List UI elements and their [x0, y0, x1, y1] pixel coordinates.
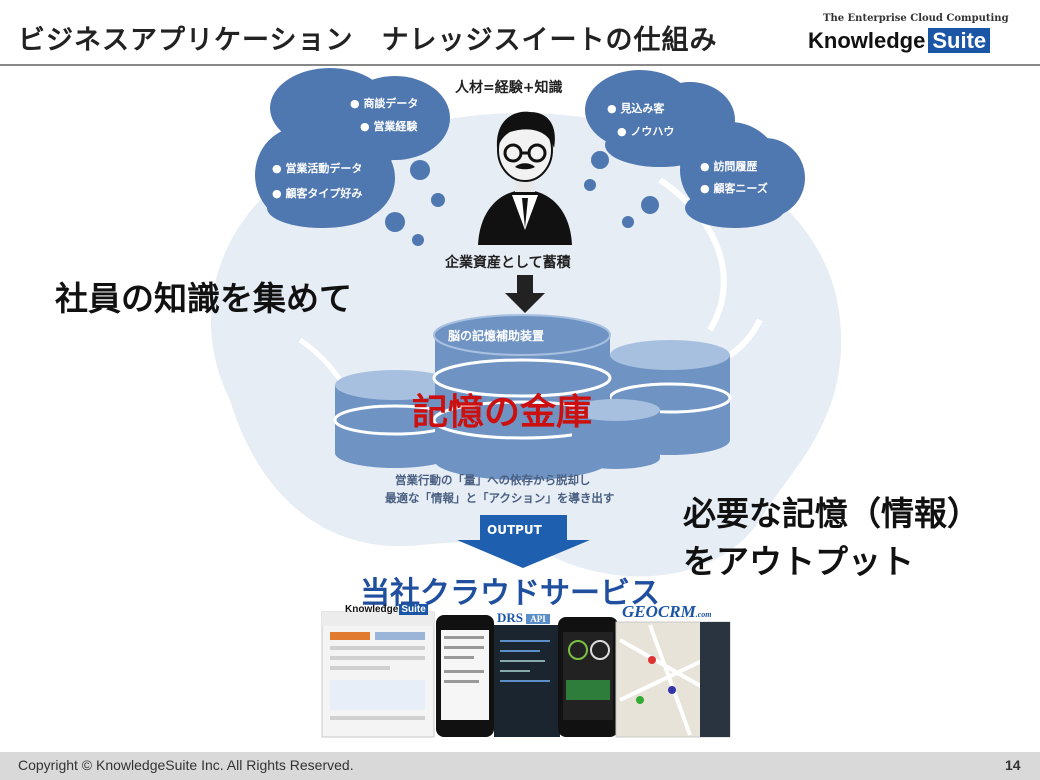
thought-bubble-right [680, 122, 805, 228]
product-logo-drs: DRS API [497, 610, 550, 626]
headline-output-line2: をアウトプット [683, 542, 914, 581]
bubble-item: ● 顧客タイプ好み [272, 187, 363, 200]
bubble-item: ● 商談データ [350, 97, 419, 110]
page-number: 14 [1005, 757, 1021, 773]
memory-vault-label: 記憶の金庫 [412, 392, 593, 433]
bubble-item: ● 営業活動データ [272, 162, 363, 175]
slide-title: ビジネスアプリケーション ナレッジスイートの仕組み [18, 25, 718, 56]
headline-output-line1: 必要な記憶（情報） [683, 494, 980, 533]
person-caption: 企業資産として蓄積 [445, 255, 571, 271]
product-logo-geocrm: GEOCRM.com [622, 602, 712, 621]
cylinder-small [572, 399, 660, 469]
copyright-text: Copyright © KnowledgeSuite Inc. All Righ… [18, 757, 354, 773]
bubble-item: ● 顧客ニーズ [700, 182, 768, 195]
output-arrow-icon [457, 515, 590, 568]
footer-bar [0, 752, 1040, 780]
header-divider [0, 64, 1040, 66]
bubble-item: ● ノウハウ [617, 125, 675, 138]
down-arrow-icon [505, 275, 545, 313]
output-label: OUTPUT [487, 523, 542, 537]
bubble-item: ● 営業経験 [360, 120, 418, 133]
storage-desc-line1: 営業行動の「量」への依存から脱却し [395, 473, 591, 487]
brand-suite: Suite [928, 28, 991, 53]
bubble-item: ● 見込み客 [607, 102, 665, 115]
storage-desc-line2: 最適な「情報」と「アクション」を導き出す [385, 491, 615, 505]
brand-name: Knowledge [808, 28, 926, 53]
businessman-icon [478, 111, 572, 245]
headline-collect-knowledge: 社員の知識を集めて [55, 279, 352, 318]
memory-aid-label: 脳の記憶補助装置 [448, 329, 545, 343]
person-formula: 人材=経験+知識 [455, 80, 563, 96]
bubble-item: ● 訪問履歴 [700, 160, 758, 173]
thought-bubble-left [255, 127, 395, 228]
product-screens [321, 611, 731, 738]
brand-tagline: The Enterprise Cloud Computing [823, 13, 1009, 24]
